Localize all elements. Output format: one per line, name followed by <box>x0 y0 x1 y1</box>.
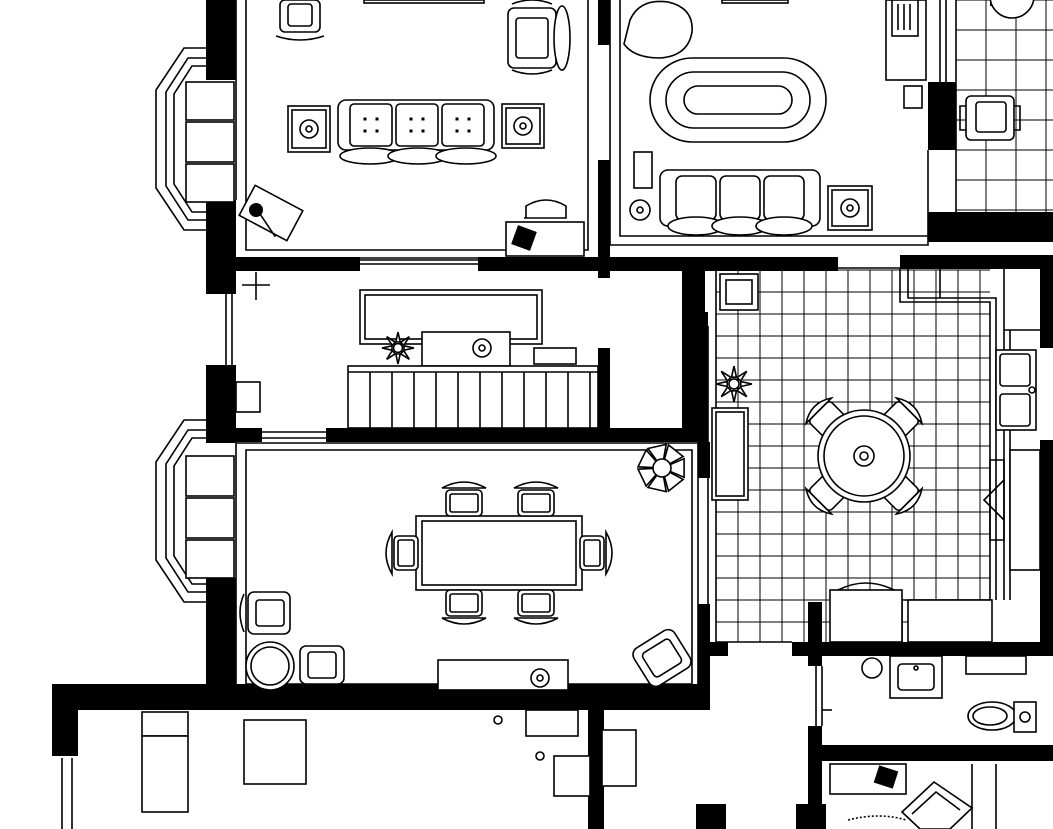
armchair-icon <box>959 95 1021 141</box>
chair-icon <box>513 481 559 517</box>
chair-icon <box>579 528 613 578</box>
lamp-icon <box>629 151 653 221</box>
sink-icon <box>995 349 1037 431</box>
desk-icon <box>505 199 585 257</box>
armchair-icon <box>275 0 325 41</box>
lower-middle-room <box>493 709 637 797</box>
plant-icon <box>381 331 415 365</box>
hall <box>235 272 599 429</box>
study <box>829 763 997 829</box>
armchair-icon <box>507 0 571 75</box>
side-table-icon <box>501 103 545 149</box>
chair-icon <box>882 396 924 438</box>
dining-table-icon <box>415 515 583 591</box>
lounge <box>623 0 927 236</box>
rug-icon <box>649 57 827 143</box>
round-table-icon <box>804 396 924 516</box>
chair-icon <box>441 481 487 517</box>
side-table-icon <box>827 185 873 231</box>
sink-icon <box>889 655 943 699</box>
top-right-corridor <box>959 0 1035 141</box>
sofa-icon <box>659 169 821 236</box>
living-room <box>238 0 585 257</box>
kitchen <box>711 268 1041 643</box>
bay-window-icon <box>155 419 235 603</box>
staircase-icon <box>347 365 599 429</box>
plant-icon <box>715 365 753 403</box>
armchair-icon <box>900 780 974 829</box>
chair-icon <box>385 528 419 578</box>
plant-icon <box>636 443 685 493</box>
bathroom <box>822 655 1037 733</box>
bay-window-icon <box>155 47 235 231</box>
armchair-icon <box>623 0 693 59</box>
lower-left-room <box>141 711 307 813</box>
dining-room <box>239 443 692 695</box>
piano-icon <box>238 184 304 242</box>
armchair-icon <box>297 645 347 695</box>
kitchen-tile-floor-icon <box>715 269 990 642</box>
chair-icon <box>804 396 846 438</box>
armchair-icon <box>239 591 291 635</box>
thin-walls <box>61 0 957 829</box>
armchair-icon <box>632 628 692 688</box>
chair-icon <box>441 589 487 625</box>
sideboard-icon <box>437 659 569 691</box>
toilet-icon <box>967 701 1037 733</box>
chair-icon <box>513 589 559 625</box>
side-table-icon <box>287 105 331 153</box>
round-side-table-icon <box>245 641 295 691</box>
sofa-icon <box>337 99 497 165</box>
cabinet-icon <box>885 0 927 109</box>
console-icon <box>359 289 577 367</box>
stove-icon <box>982 449 1041 571</box>
